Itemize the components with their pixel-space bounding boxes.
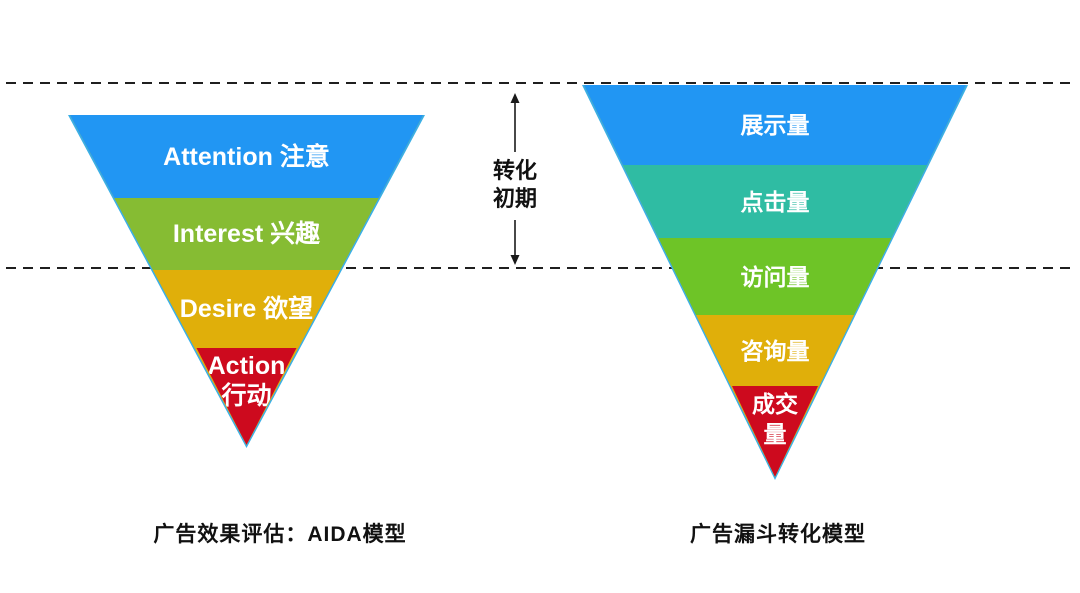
funnel-level-label: 行动: [221, 382, 272, 410]
conversion-funnel: 展示量 点击量 访问量 咨询量 成交 量: [582, 85, 968, 480]
funnel-level-visits: 访问量: [584, 238, 966, 315]
phase-annotation: 转化 初期: [477, 157, 553, 213]
dashed-guide-line-top: [6, 82, 1074, 84]
phase-annotation-line1: 转化: [492, 158, 537, 183]
funnel-level-deals: 成交 量: [584, 386, 966, 477]
funnel-level-label: 咨询量: [740, 337, 810, 364]
funnel-level-inquiries: 咨询量: [584, 315, 966, 386]
funnel-level-interest: Interest 兴趣: [70, 198, 423, 270]
funnel-level-label: Interest 兴趣: [172, 220, 321, 248]
funnel-level-label: 展示量: [740, 112, 810, 138]
funnel-level-impressions: 展示量: [584, 85, 966, 165]
dashed-guide-line-bottom: [6, 267, 1074, 269]
funnel-level-label: 成交: [752, 391, 798, 417]
funnel-level-attention: Attention 注意: [70, 115, 423, 198]
funnel-level-label: Attention 注意: [163, 142, 330, 171]
funnel-level-desire: Desire 欲望: [70, 270, 423, 348]
aida-funnel-body: Attention 注意 Interest 兴趣 Desire 欲望 Actio…: [70, 115, 423, 445]
aida-funnel-caption: 广告效果评估：AIDA模型: [153, 523, 407, 546]
phase-annotation-line2: 初期: [492, 186, 537, 211]
funnel-level-clicks: 点击量: [584, 165, 966, 238]
aida-funnel: Attention 注意 Interest 兴趣 Desire 欲望 Actio…: [68, 115, 425, 448]
conversion-funnel-body: 展示量 点击量 访问量 咨询量 成交 量: [584, 85, 966, 477]
conversion-funnel-caption: 广告漏斗转化模型: [690, 523, 866, 546]
vertical-double-arrow-icon: [510, 93, 520, 265]
funnel-level-label: Action: [207, 352, 286, 380]
funnel-level-label: 访问量: [740, 263, 810, 290]
funnel-level-action: Action 行动: [70, 348, 423, 445]
funnel-level-label: 点击量: [740, 188, 810, 215]
funnel-level-label: Desire 欲望: [179, 295, 314, 323]
funnel-level-label: 量: [763, 421, 787, 447]
